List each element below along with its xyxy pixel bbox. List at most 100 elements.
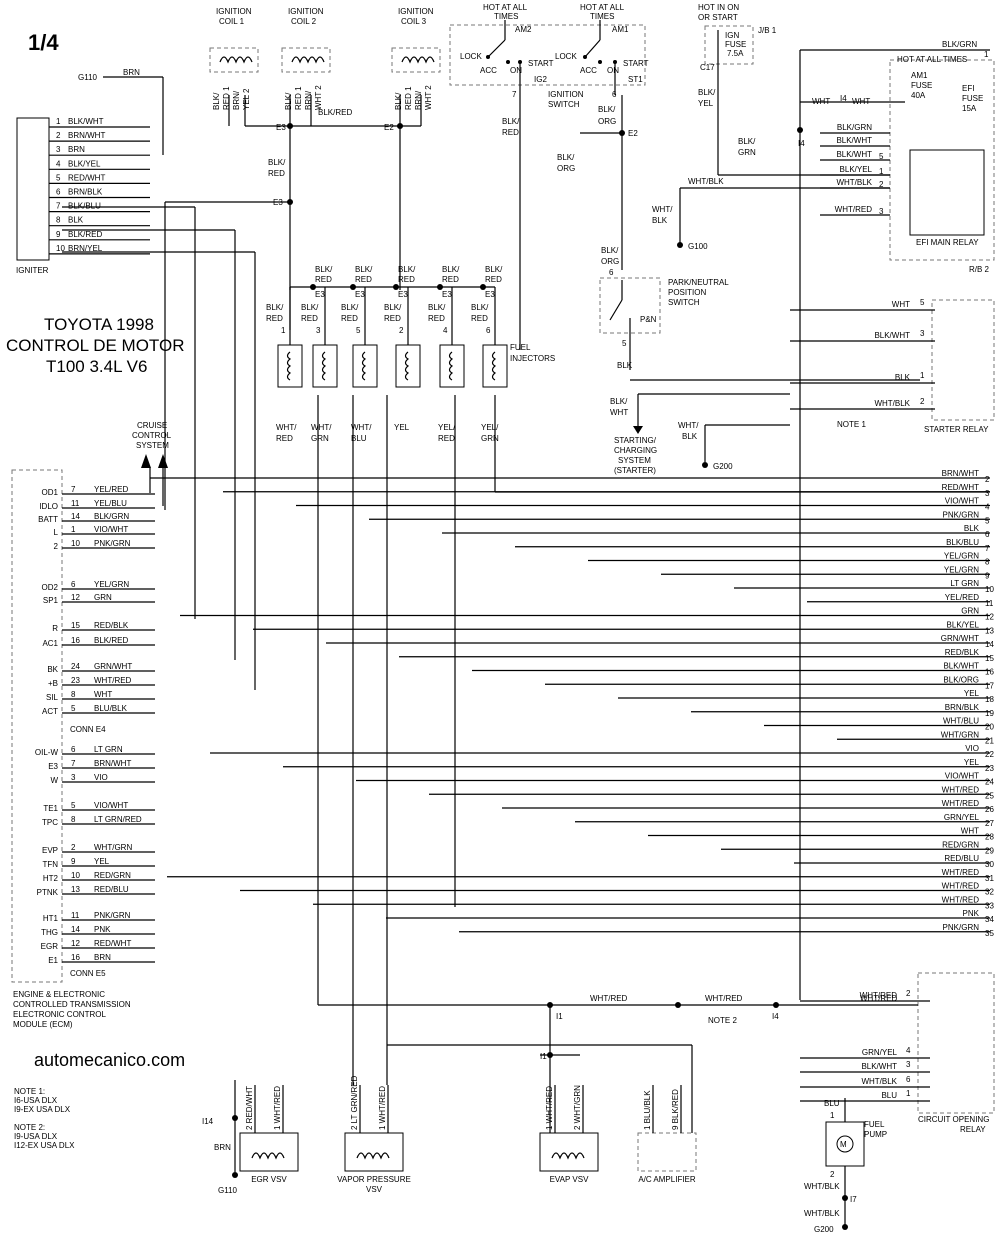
hot-label: HOT AT ALL [483, 3, 528, 12]
splice-dot [480, 284, 486, 290]
wire-color-label: WHT/RED [705, 994, 743, 1003]
ignition-switch-label: SWITCH [548, 100, 580, 109]
am1-label: AM1 [612, 25, 629, 34]
pin-number: 34 [985, 915, 994, 924]
ecm-title-label: ELECTRONIC CONTROL [13, 1010, 106, 1019]
coil-icon [291, 56, 325, 64]
pin-number: 7 [71, 759, 76, 768]
wire-color-label: LT GRN [94, 745, 123, 754]
starting-system-label: SYSTEM [618, 456, 651, 465]
wire-color-label: BLK/ORG [943, 675, 979, 684]
wire-color-label: PNK/GRN [943, 510, 980, 519]
pin-number: 13 [985, 626, 994, 635]
wire-color-label: BLK/ [442, 265, 460, 274]
injector-coil-icon [491, 351, 497, 381]
wire-color-label: WHT/RED [942, 868, 980, 877]
pin-number: 7 [512, 90, 517, 99]
wire-color-label: WHT/ [351, 423, 372, 432]
efi-relay-box [909, 149, 985, 236]
pin-number: 4 [443, 326, 448, 335]
connector-i7: I7 [850, 1195, 857, 1204]
wire-color-label: RED [438, 434, 455, 443]
wire-color-label: BLK/ [384, 303, 402, 312]
ecm-signal-label: TE1 [43, 804, 58, 813]
evap-vsv-label: EVAP VSV [550, 1175, 590, 1184]
coil-box [209, 47, 259, 73]
pin-number: 6 [609, 268, 614, 277]
splice-dot [310, 284, 316, 290]
acc-label: ACC [480, 66, 497, 75]
pin-number: 16 [71, 953, 80, 962]
coil-label: COIL 3 [401, 17, 427, 26]
circuit-relay-label: CIRCUIT OPENING [918, 1115, 989, 1124]
title-line-2: CONTROL DE MOTOR [6, 336, 185, 355]
wire-color-label: YEL/ [481, 423, 499, 432]
note-line: I9-USA DLX [14, 1132, 58, 1141]
pin-number: 16 [985, 668, 994, 677]
connector-i1: I1 [540, 1052, 547, 1061]
wire-color-label: PNK/GRN [94, 911, 131, 920]
pin-number: 1 [906, 1089, 911, 1098]
wire-color-label: RED/GRN [94, 871, 131, 880]
ignition-switch-box [449, 24, 646, 86]
fuse-label: EFI [962, 84, 974, 93]
wire-color-label: WHT/GRN [941, 730, 979, 739]
pin-number: 3 [906, 1060, 911, 1069]
pin-number: 8 [985, 558, 990, 567]
pin-number: 14 [71, 512, 80, 521]
wire-color-label: RED [398, 275, 415, 284]
wire-color-label: BLK/BLU [68, 202, 101, 211]
title-line-1: TOYOTA 1998 [44, 315, 154, 334]
wire-color-label: VIO/WHT [94, 525, 128, 534]
pin-number: 25 [985, 791, 994, 800]
wire-color-label: GRN/WHT [94, 662, 132, 671]
connector-i4: I4 [840, 94, 847, 103]
wire-color-label: WHT/BLU [943, 717, 979, 726]
splice-e3: E3 [442, 290, 452, 299]
wire-color-label: BLK/ [268, 158, 286, 167]
jb1-label: J/B 1 [758, 26, 777, 35]
wire-color-label: BRN [68, 145, 85, 154]
starter-relay-label: STARTER RELAY [924, 425, 989, 434]
wire-color-label: BLU [824, 1099, 840, 1108]
pin-number: 24 [985, 778, 994, 787]
wire-color-label: RED 1 [294, 86, 303, 110]
wire-color-label: BLK/ [341, 303, 359, 312]
wire-color-label: BLK/BLU [946, 538, 979, 547]
wire-color-label: BLK [68, 216, 84, 225]
pin-number: 6 [985, 530, 990, 539]
fuse-label: IGN [725, 31, 739, 40]
pin-number: 30 [985, 860, 994, 869]
pin-number: 2 [830, 1170, 835, 1179]
wire-color-label: GRN [311, 434, 329, 443]
wire-color-label: YEL/GRN [94, 580, 129, 589]
pin-number: 17 [985, 681, 994, 690]
pin-number: 26 [985, 805, 994, 814]
wire-color-label: BLK [652, 216, 668, 225]
wire-color-label: RED [471, 314, 488, 323]
jb1-box [704, 25, 754, 65]
pin-number: 3 [316, 326, 321, 335]
egr-vsv-label: EGR VSV [251, 1175, 287, 1184]
ignition-switch-label: IGNITION [548, 90, 584, 99]
coil-bus-color: BLK/RED [318, 108, 352, 117]
wire-color-label: RED/GRN [942, 840, 979, 849]
vapor-pressure-vsv-label: VSV [366, 1185, 383, 1194]
wire-color-label: BLK/ [738, 137, 756, 146]
wire-color-label: BLK/ [598, 105, 616, 114]
note-line: NOTE 1: [14, 1087, 45, 1096]
ecm-box [11, 469, 63, 983]
connector-i14: I14 [202, 1117, 214, 1126]
pin-label: 2 RED/WHT [245, 1086, 254, 1130]
wire-color-label: BLK/YEL [840, 165, 873, 174]
ecm-signal-label: EGR [41, 942, 59, 951]
wire-color-label: PNK/GRN [94, 539, 131, 548]
wire-color-label: RED [384, 314, 401, 323]
ecm-signal-label: HT2 [43, 874, 59, 883]
pn-label: P&N [640, 315, 657, 324]
ecm-signal-label: OD1 [42, 488, 59, 497]
pin-number: 6 [71, 580, 76, 589]
wire-color-label: BRN [94, 953, 111, 962]
pin-number: 2 [71, 843, 76, 852]
wire-color-label: WHT/RED [942, 895, 980, 904]
